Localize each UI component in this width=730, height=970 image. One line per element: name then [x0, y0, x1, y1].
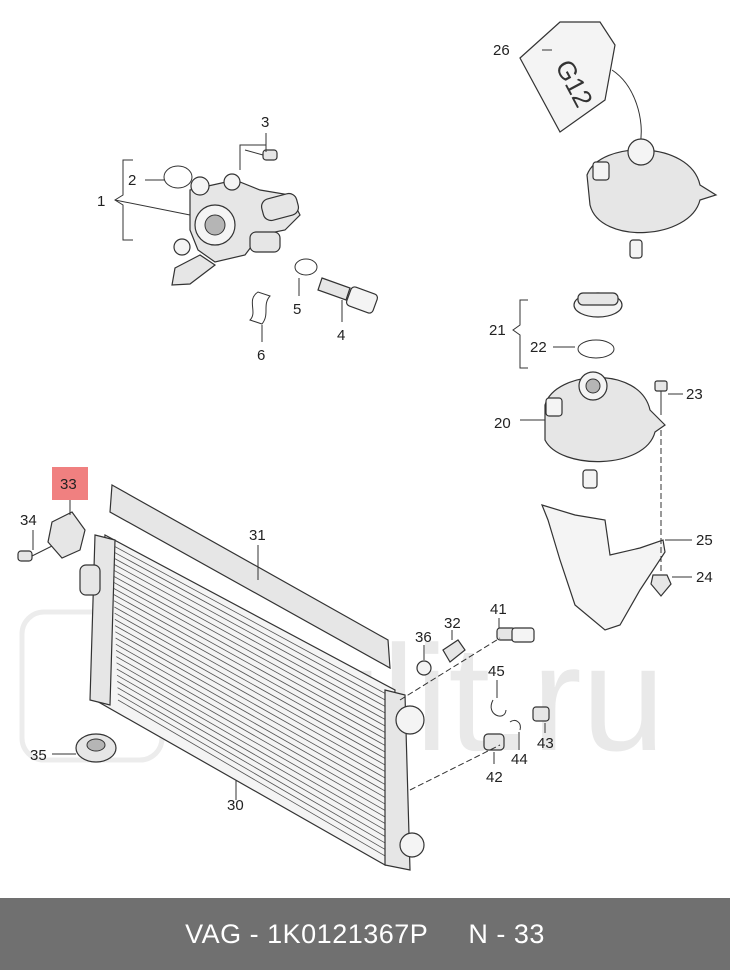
label-22: 22: [530, 339, 547, 356]
label-2: 2: [128, 172, 136, 189]
label-6: 6: [257, 347, 265, 364]
radiator-fin: [115, 643, 391, 801]
footer-position-number: 33: [513, 918, 545, 949]
radiator-fin: [114, 606, 390, 762]
label-26: 26: [493, 42, 510, 59]
footer-part-number: 1K0121367P: [267, 918, 429, 949]
seal-22: [577, 339, 615, 359]
radiator-fin: [117, 693, 393, 854]
radiator-fin: [115, 650, 391, 808]
radiator-fin: [112, 557, 389, 709]
o-ring-2: [163, 165, 193, 189]
screw-34: [17, 545, 53, 562]
radiator-fin: [116, 668, 392, 828]
footer-separator: -: [241, 918, 268, 949]
parts-diagram: Rulit.ru: [17, 21, 718, 871]
radiator-fin: [112, 569, 389, 722]
radiator-fin: [115, 631, 391, 788]
label-42: 42: [486, 769, 503, 786]
part-labels: 1 2 3 4 5 6 20 21 22 23 24 25 26 30 31 3…: [20, 42, 713, 814]
label-31: 31: [249, 527, 266, 544]
coolant-bottle-26: G12: [519, 21, 616, 133]
leader-lines: [32, 49, 692, 800]
radiator-fin: [113, 594, 390, 749]
radiator-fin: [117, 681, 392, 841]
radiator-fins: [111, 544, 393, 861]
clip-6: [249, 291, 271, 325]
radiator-fin: [113, 588, 390, 742]
label-34: 34: [20, 512, 37, 529]
clip-44: [509, 719, 521, 731]
radiator-fin: [115, 637, 391, 795]
footer-position-prefix: N -: [468, 918, 514, 949]
bracket-25: [540, 504, 666, 631]
label-20: 20: [494, 415, 511, 432]
label-43: 43: [537, 735, 554, 752]
radiator-fin: [116, 674, 392, 834]
label-30: 30: [227, 797, 244, 814]
radiator-fin: [113, 581, 390, 735]
radiator-fin: [117, 699, 393, 861]
label-32: 32: [444, 615, 461, 632]
sensor-41: [496, 627, 535, 643]
radiator-fin: [116, 662, 392, 821]
radiator-fin: [113, 575, 389, 729]
footer-spacer: [428, 919, 468, 950]
cap-21: [573, 292, 623, 318]
radiator-fin: [114, 625, 391, 782]
label-45: 45: [488, 663, 505, 680]
expansion-tank-upper: [586, 138, 718, 259]
temperature-sensor-4: [317, 277, 379, 314]
label-4: 4: [337, 327, 345, 344]
clip-36: [416, 660, 432, 676]
thermostat-housing: [171, 173, 301, 286]
clip-24: [650, 574, 672, 597]
radiator-fin: [114, 612, 390, 768]
label-5: 5: [293, 301, 301, 318]
part-footer: VAG - 1K0121367P N - 33: [0, 898, 730, 970]
label-44: 44: [511, 751, 528, 768]
label-41: 41: [490, 601, 507, 618]
seal-strip-31: [109, 484, 391, 670]
label-33: 33: [60, 476, 77, 493]
radiator-30: [79, 534, 425, 871]
radiator-fin: [113, 600, 390, 755]
label-21: 21: [489, 322, 506, 339]
sensor-43: [532, 706, 550, 722]
bolt-3: [244, 149, 278, 161]
expansion-tank-20: [544, 371, 666, 489]
clip-45: [490, 699, 507, 717]
label-1: 1: [97, 193, 105, 210]
label-25: 25: [696, 532, 713, 549]
o-ring-5: [294, 258, 318, 276]
radiator-fin: [112, 550, 389, 702]
screw-23: [654, 380, 668, 415]
grommet-35: [75, 733, 117, 763]
radiator-fin: [111, 544, 389, 696]
label-36: 36: [415, 629, 432, 646]
plug-32: [442, 639, 466, 663]
radiator-fin: [116, 656, 392, 815]
label-3: 3: [261, 114, 269, 131]
radiator-fin: [112, 563, 389, 716]
radiator-fin: [117, 687, 392, 848]
footer-brand: VAG: [185, 918, 242, 949]
highlight-box: [52, 467, 88, 500]
bump-stop-33: [47, 511, 86, 559]
radiator-fin: [114, 619, 391, 775]
label-23: 23: [686, 386, 703, 403]
label-35: 35: [30, 747, 47, 764]
label-24: 24: [696, 569, 713, 586]
